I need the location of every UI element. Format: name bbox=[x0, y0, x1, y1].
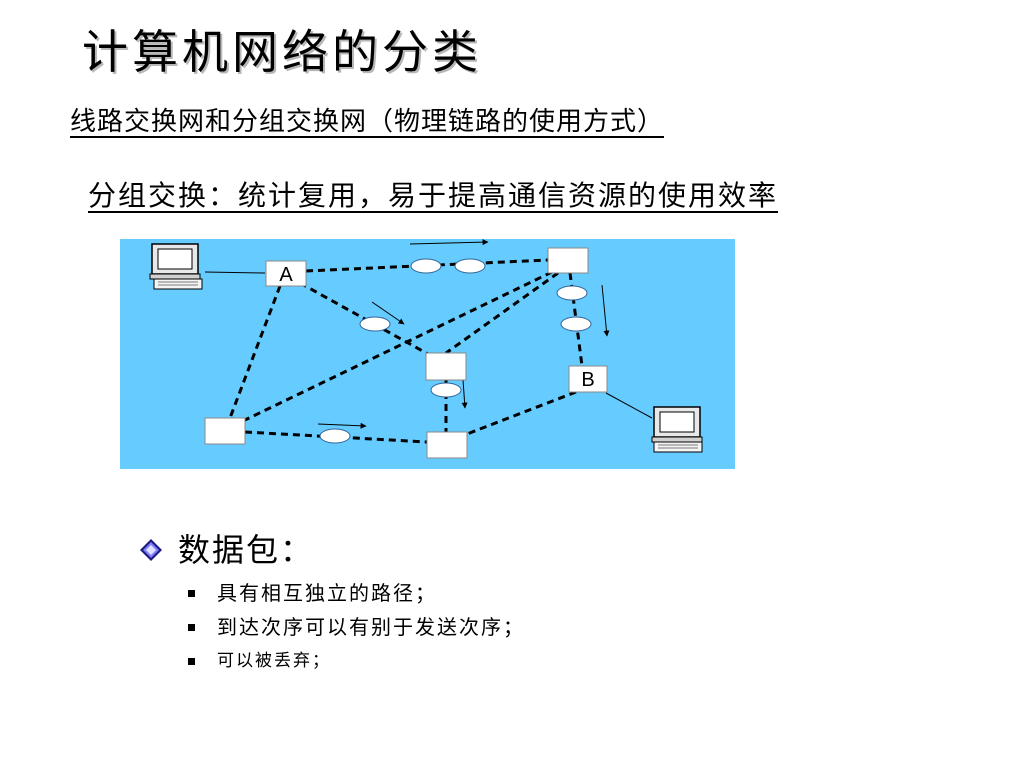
computer-icon bbox=[149, 243, 203, 290]
packets bbox=[319, 258, 592, 444]
list-item: 可以被丢弃； bbox=[188, 644, 525, 678]
switch-node-a bbox=[265, 260, 307, 287]
packet-switching-statement: 分组交换：统计复用，易于提高通信资源的使用效率 bbox=[88, 179, 779, 212]
arrow-icon bbox=[371, 301, 405, 325]
link-top-right-bottom-left bbox=[244, 270, 553, 422]
node-label-b: B bbox=[581, 369, 594, 391]
switch-node-b bbox=[568, 365, 608, 393]
packet bbox=[410, 258, 442, 274]
host-link-left bbox=[204, 271, 266, 274]
node-label-a: A bbox=[279, 264, 293, 286]
arrow-icon bbox=[461, 379, 468, 409]
list-item: 到达次序可以有别于发送次序； bbox=[188, 610, 525, 644]
link-bottom-left-bottom-center bbox=[244, 430, 428, 444]
arrow-icon bbox=[317, 422, 367, 429]
link-top-right-center bbox=[445, 271, 559, 355]
packet bbox=[359, 316, 391, 332]
link-b-bottom-center bbox=[466, 390, 577, 436]
switch-nodes bbox=[204, 247, 608, 459]
list-item: 具有相互独立的路径； bbox=[188, 576, 525, 610]
packet bbox=[560, 316, 592, 332]
switch-node-bottom-left bbox=[204, 417, 246, 445]
bullet-main-label: 数据包： bbox=[178, 531, 315, 569]
switch-node-bottom-center bbox=[426, 431, 468, 459]
arrow-icon bbox=[601, 284, 610, 337]
diamond-bullet-icon bbox=[140, 539, 162, 561]
arrow-icon bbox=[409, 239, 489, 246]
square-bullet-icon bbox=[188, 657, 195, 665]
square-bullet-icon bbox=[188, 623, 195, 631]
bullet-sub-list: 具有相互独立的路径； 到达次序可以有别于发送次序； 可以被丢弃； bbox=[188, 576, 525, 678]
switch-node-top-right bbox=[547, 247, 589, 274]
movement-arrows bbox=[317, 239, 610, 429]
packet bbox=[430, 382, 462, 398]
packet bbox=[454, 258, 486, 274]
packet bbox=[556, 285, 588, 301]
slide-subtitle: 线路交换网和分组交换网（物理链路的使用方式） bbox=[70, 107, 665, 137]
square-bullet-icon bbox=[188, 589, 195, 597]
bullet-main: 数据包： bbox=[140, 528, 525, 572]
host-link-right bbox=[605, 392, 653, 419]
packet bbox=[319, 428, 351, 444]
computer-icon bbox=[651, 406, 703, 453]
bullet-section: 数据包： 具有相互独立的路径； 到达次序可以有别于发送次序； 可以被丢弃； bbox=[140, 528, 525, 678]
slide-title: 计算机网络的分类 bbox=[82, 25, 482, 79]
switch-node-center bbox=[425, 352, 467, 381]
